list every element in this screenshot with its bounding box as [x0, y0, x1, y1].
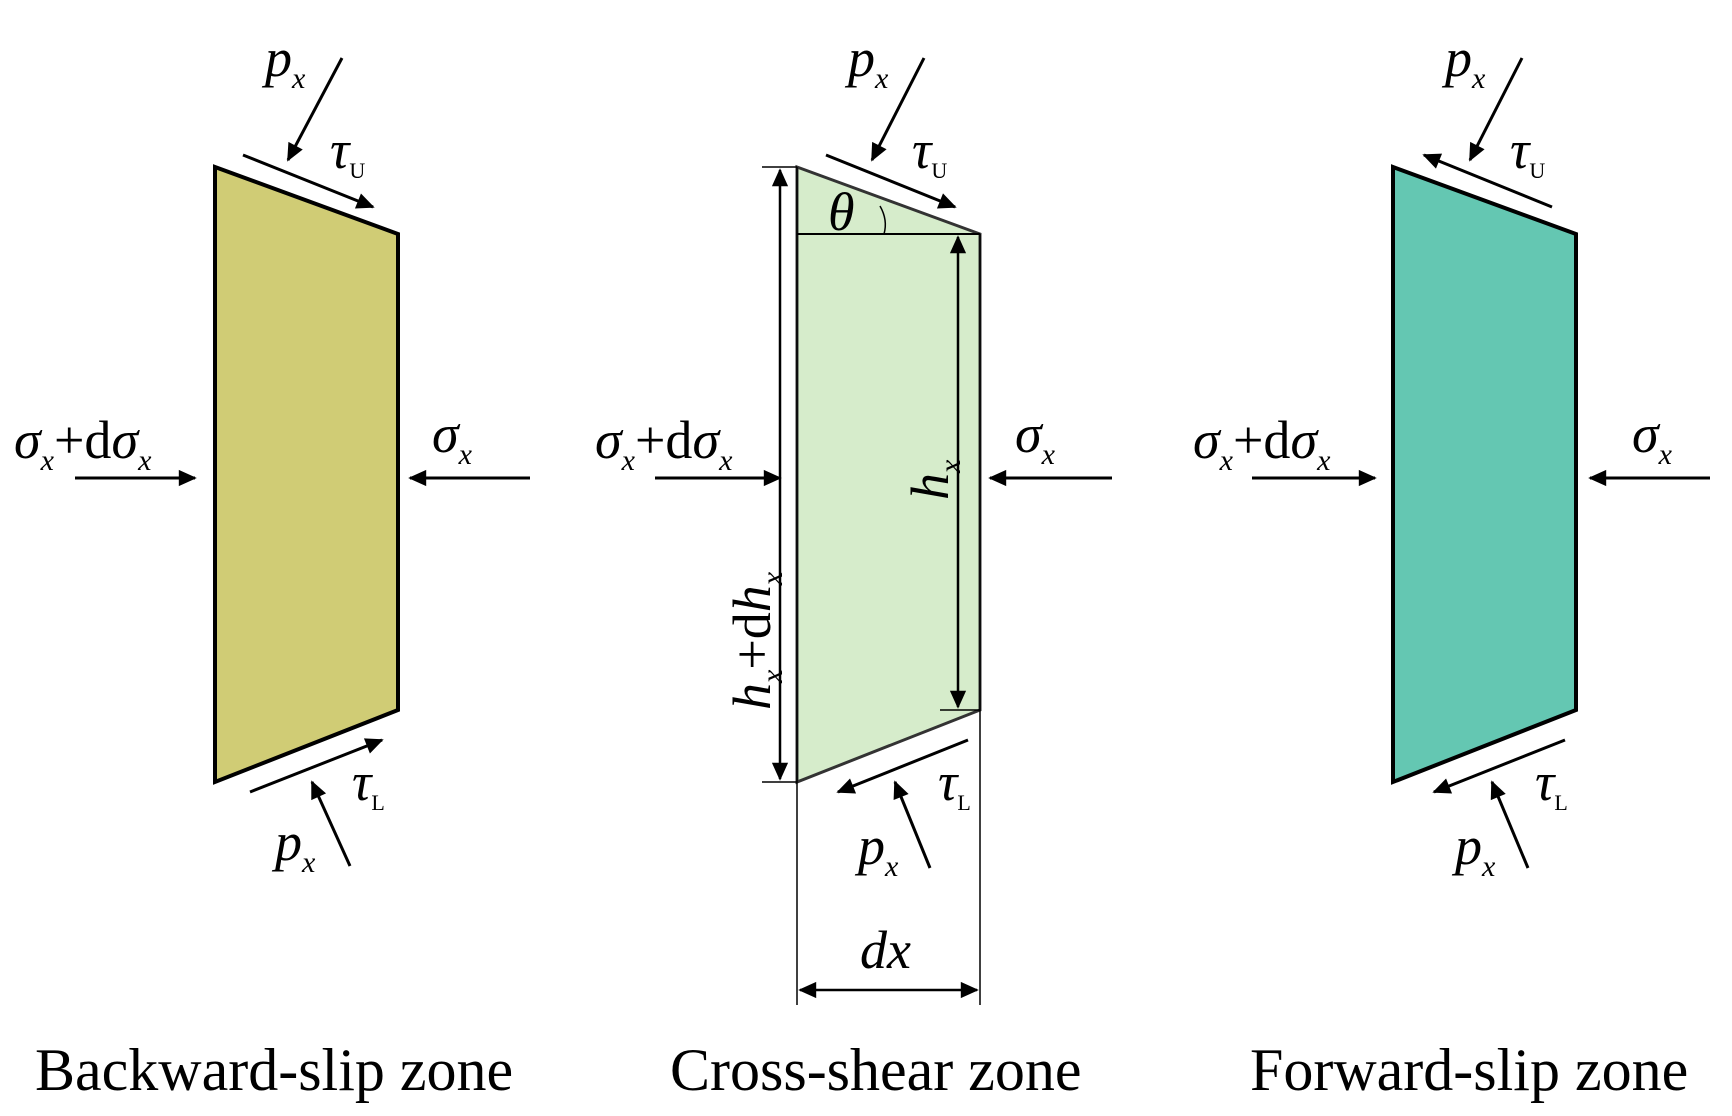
- backward-bottom-pressure-label: px: [271, 812, 316, 879]
- svg-text:σx: σx: [432, 404, 473, 471]
- cross-bottom-pressure-arrow: [893, 780, 932, 869]
- svg-text:τU: τU: [912, 120, 947, 183]
- svg-text:px: px: [1451, 816, 1496, 883]
- svg-text:px: px: [1441, 28, 1486, 95]
- svg-text:σx+dσx: σx+dσx: [1193, 410, 1331, 477]
- svg-text:px: px: [271, 812, 316, 879]
- svg-text:px: px: [854, 816, 899, 883]
- backward-left-stress-label: σx+dσx: [14, 410, 152, 477]
- backward-upper-shear-label: τU: [330, 120, 365, 183]
- cross-upper-shear-label: τU: [912, 120, 947, 183]
- svg-text:σx: σx: [1015, 404, 1056, 471]
- forward-left-stress-label: σx+dσx: [1193, 410, 1331, 477]
- cross-top-pressure-label: px: [844, 28, 889, 95]
- svg-text:τL: τL: [1535, 752, 1568, 815]
- svg-text:σx+dσx: σx+dσx: [14, 410, 152, 477]
- backward-top-pressure-label: px: [261, 28, 306, 95]
- cross-theta-arc: [879, 205, 887, 235]
- svg-text:σx+dσx: σx+dσx: [595, 410, 733, 477]
- forward-bottom-pressure-arrow: [1490, 780, 1530, 869]
- cross-theta-label: θ: [828, 182, 855, 242]
- cross-dx-label: dx: [860, 920, 911, 980]
- svg-text:τU: τU: [1510, 120, 1545, 183]
- forward-top-pressure-arrow: [1468, 57, 1524, 162]
- backward-upper-shear-arrow: [242, 153, 375, 209]
- backward-slip-element: px τU σx+dσx σx τL px Backward-slip zone: [14, 28, 530, 1103]
- forward-upper-shear-arrow: [1422, 153, 1553, 209]
- forward-right-stress-label: σx: [1632, 404, 1673, 471]
- cross-upper-shear-arrow: [825, 153, 957, 209]
- cross-lower-shear-label: τL: [938, 752, 971, 815]
- backward-slip-caption: Backward-slip zone: [35, 1037, 513, 1103]
- cross-top-pressure-arrow: [870, 57, 926, 162]
- backward-top-pressure-arrow: [286, 57, 344, 162]
- backward-right-stress-label: σx: [432, 404, 473, 471]
- svg-text:τL: τL: [938, 752, 971, 815]
- backward-bottom-pressure-arrow: [310, 780, 352, 867]
- forward-lower-shear-arrow: [1432, 738, 1566, 794]
- svg-text:px: px: [261, 28, 306, 95]
- backward-lower-shear-label: τL: [352, 752, 385, 815]
- forward-trapezoid: [1391, 164, 1578, 785]
- svg-text:τL: τL: [352, 752, 385, 815]
- cross-right-stress-label: σx: [1015, 404, 1056, 471]
- cross-shear-caption: Cross-shear zone: [670, 1037, 1082, 1103]
- forward-upper-shear-label: τU: [1510, 120, 1545, 183]
- backward-trapezoid: [213, 164, 400, 785]
- svg-text:hx: hx: [900, 459, 967, 500]
- cross-hx-label: hx: [900, 459, 967, 500]
- cross-lower-shear-arrow: [836, 738, 969, 794]
- cross-left-stress-label: σx+dσx: [595, 410, 733, 477]
- forward-top-pressure-label: px: [1441, 28, 1486, 95]
- svg-text:hx+dhx: hx+dhx: [722, 571, 789, 710]
- svg-text:px: px: [844, 28, 889, 95]
- forward-lower-shear-label: τL: [1535, 752, 1568, 815]
- forward-slip-caption: Forward-slip zone: [1250, 1037, 1688, 1103]
- cross-hx-dhx-label: hx+dhx: [722, 571, 789, 710]
- svg-text:σx: σx: [1632, 404, 1673, 471]
- cross-bottom-pressure-label: px: [854, 816, 899, 883]
- backward-lower-shear-arrow: [249, 738, 384, 794]
- svg-text:τU: τU: [330, 120, 365, 183]
- forward-bottom-pressure-label: px: [1451, 816, 1496, 883]
- forward-slip-element: px τU σx+dσx σx τL px Forward-slip zone: [1193, 28, 1710, 1103]
- cross-shear-element: θ hx+dhx hx dx px τU: [595, 28, 1112, 1103]
